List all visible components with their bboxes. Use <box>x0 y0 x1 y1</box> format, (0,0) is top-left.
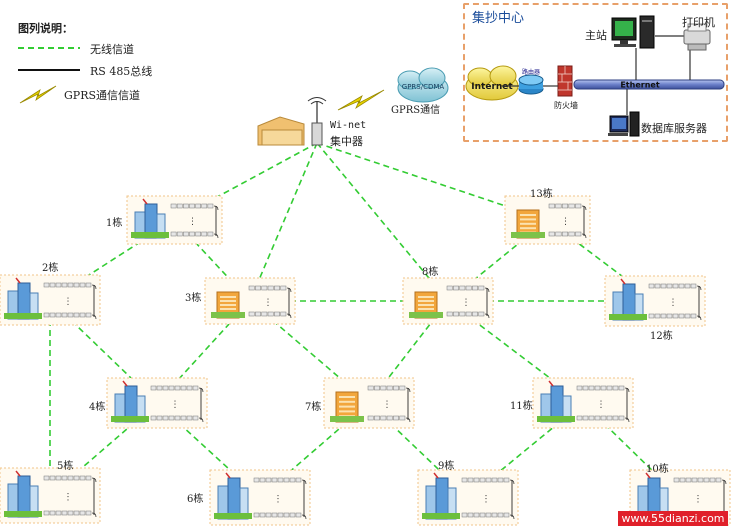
billing-center-box <box>463 3 728 142</box>
billing-center-title: 集抄中心 <box>472 11 525 26</box>
internet-label: Internet <box>471 82 513 92</box>
router-icon: 路由器 <box>518 68 544 95</box>
concentrator-icon <box>257 97 327 146</box>
router-label: 路由器 <box>522 68 540 76</box>
building-label-2: 2栋 <box>42 263 59 274</box>
svg-text:⋮: ⋮ <box>383 400 392 410</box>
svg-text:⋮: ⋮ <box>694 495 703 505</box>
printer-label: 打印机 <box>682 16 715 29</box>
legend-title: 图列说明： <box>18 22 73 35</box>
main-station-pc-icon <box>611 15 655 49</box>
building-node-12: ⋮ <box>604 275 706 327</box>
legend-gprs-label: GPRS通信信道 <box>64 89 141 102</box>
concentrator-label-line1: Wi-net <box>330 120 367 131</box>
ethernet-label: Ethernet <box>620 81 659 90</box>
svg-text:⋮: ⋮ <box>171 400 180 410</box>
gprs-comm-label: GPRS通信 <box>391 105 441 116</box>
building-label-9: 9栋 <box>438 461 455 472</box>
db-server-label: 数据库服务器 <box>641 122 707 135</box>
wireless-link <box>316 142 449 302</box>
gprs-cloud-icon: GPRS/CDMA <box>397 67 449 103</box>
building-label-10: 10栋 <box>646 464 669 475</box>
building-label-6: 6栋 <box>187 494 204 505</box>
building-node-3: ⋮ <box>204 277 296 325</box>
building-node-13: ⋮ <box>504 195 591 245</box>
svg-text:⋮: ⋮ <box>274 495 283 505</box>
svg-text:⋮: ⋮ <box>64 493 73 503</box>
svg-text:⋮: ⋮ <box>64 297 73 307</box>
building-node-2: ⋮ <box>0 274 101 326</box>
building-node-7: ⋮ <box>323 377 415 429</box>
building-node-11: ⋮ <box>532 377 634 429</box>
legend-gprs-bolt-icon <box>19 85 57 104</box>
watermark: www.55dianzi.com <box>618 511 728 526</box>
legend-symbols <box>18 47 80 104</box>
legend-wireless-label: 无线信道 <box>90 43 134 56</box>
building-node-5: ⋮ <box>0 467 101 524</box>
building-node-9: ⋮ <box>417 469 519 526</box>
building-label-3: 3栋 <box>185 293 202 304</box>
building-label-8: 8栋 <box>422 267 439 278</box>
building-node-6: ⋮ <box>209 469 311 526</box>
internet-cloud-icon: Internet <box>465 65 519 101</box>
firewall-icon <box>557 65 573 97</box>
building-label-1: 1栋 <box>106 218 123 229</box>
wireless-link <box>249 142 318 302</box>
concentrator-label-line2: 集中器 <box>330 135 363 148</box>
building-label-12: 12栋 <box>650 331 673 342</box>
svg-text:⋮: ⋮ <box>264 298 273 308</box>
building-nodes: ⋮ ⋮ ⋮ ⋮ ⋮ ⋮ ⋮ ⋮ ⋮ ⋮ ⋮ ⋮ ⋮ <box>0 195 731 526</box>
building-node-1: ⋮ <box>126 195 223 245</box>
building-node-8: ⋮ <box>402 277 494 325</box>
svg-text:⋮: ⋮ <box>669 298 678 308</box>
svg-text:⋮: ⋮ <box>561 217 570 227</box>
svg-text:⋮: ⋮ <box>188 217 197 227</box>
building-label-11: 11栋 <box>510 401 533 412</box>
legend-rs485-label: RS 485总线 <box>90 65 153 78</box>
ethernet-bus: Ethernet <box>502 35 725 115</box>
main-station-label: 主站 <box>585 29 607 42</box>
firewall-label: 防火墙 <box>554 101 578 110</box>
building-label-7: 7栋 <box>305 402 322 413</box>
building-label-4: 4栋 <box>89 402 106 413</box>
gprs-cloud-label: GPRS/CDMA <box>402 83 445 91</box>
svg-text:⋮: ⋮ <box>462 298 471 308</box>
building-node-4: ⋮ <box>106 377 208 429</box>
svg-text:⋮: ⋮ <box>597 400 606 410</box>
svg-text:⋮: ⋮ <box>482 495 491 505</box>
building-label-13: 13栋 <box>530 189 553 200</box>
printer-icon <box>683 23 711 51</box>
db-server-icon <box>608 111 640 137</box>
gprs-bolt-icon <box>337 89 385 111</box>
building-label-5: 5栋 <box>57 461 74 472</box>
